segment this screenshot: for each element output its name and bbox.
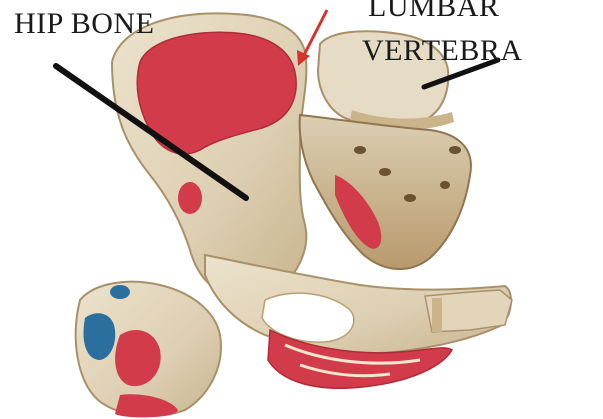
- gluteal-patch: [178, 182, 202, 214]
- lumbar-label-line1: LUMBAR: [368, 0, 499, 22]
- ligament-blue-2: [110, 285, 130, 299]
- lumbar-label-line2: VERTEBRA: [362, 36, 523, 66]
- symphysis-joint: [432, 298, 442, 332]
- sacrum-shape: [300, 115, 471, 269]
- hip-bone-label: HIP BONE: [14, 9, 154, 39]
